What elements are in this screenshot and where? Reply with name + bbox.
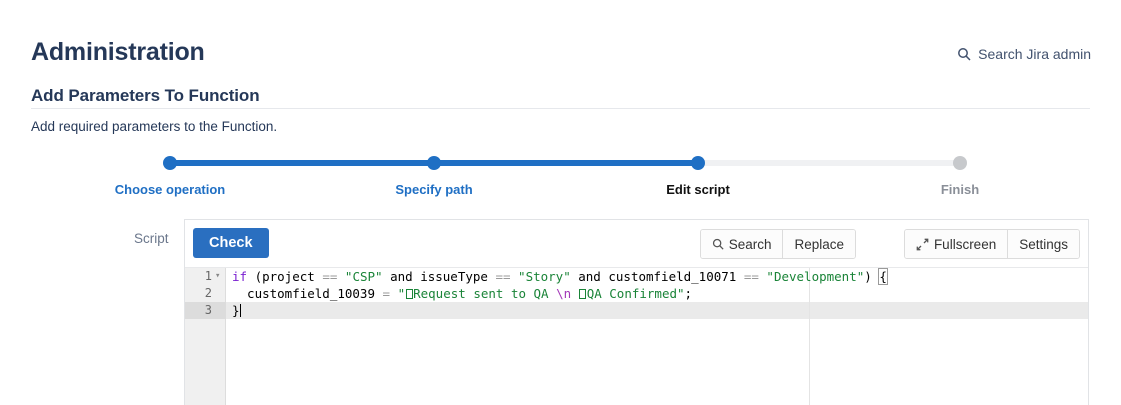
stepper-dot-specify-path[interactable] bbox=[427, 156, 441, 170]
search-jira-admin-button[interactable]: Search Jira admin bbox=[957, 46, 1091, 62]
script-field-label: Script bbox=[134, 231, 169, 246]
code-line-1-source: if (project == "CSP" and issueType == "S… bbox=[232, 268, 888, 285]
check-button[interactable]: Check bbox=[193, 228, 269, 258]
stepper-label-edit-script[interactable]: Edit script bbox=[666, 182, 730, 197]
stepper-label-finish[interactable]: Finish bbox=[940, 182, 980, 197]
search-icon bbox=[712, 238, 724, 250]
line-number: 1 bbox=[204, 269, 212, 283]
stepper-dot-choose-operation[interactable] bbox=[163, 156, 177, 170]
search-icon bbox=[957, 47, 971, 61]
replace-button[interactable]: Replace bbox=[783, 230, 855, 258]
stepper-label-choose-operation[interactable]: Choose operation bbox=[114, 182, 226, 197]
code-line-2: 2 customfield_10039 = "Request sent to Q… bbox=[185, 285, 1088, 302]
unrenderable-glyph-box bbox=[579, 289, 587, 299]
section-title: Add Parameters To Function bbox=[31, 86, 260, 105]
fullscreen-button-label: Fullscreen bbox=[933, 236, 997, 252]
view-button-group: Fullscreen Settings bbox=[903, 229, 1080, 259]
section-description: Add required parameters to the Function. bbox=[31, 119, 278, 134]
text-cursor bbox=[239, 304, 241, 317]
fullscreen-button[interactable]: Fullscreen bbox=[904, 230, 1009, 258]
active-line-highlight bbox=[185, 302, 1088, 319]
section-divider bbox=[31, 108, 1090, 109]
line-number: 3 bbox=[204, 303, 212, 317]
code-line-3: 3 } bbox=[185, 302, 1088, 319]
page-title: Administration bbox=[31, 38, 205, 66]
settings-button-label: Settings bbox=[1019, 236, 1068, 252]
search-button-label: Search bbox=[728, 236, 772, 252]
print-margin-ruler bbox=[809, 268, 810, 405]
script-editor-panel: Check Search Replace bbox=[184, 219, 1089, 405]
stepper-label-specify-path[interactable]: Specify path bbox=[395, 182, 473, 197]
code-lines: 1 ▾ if (project == "CSP" and issueType =… bbox=[185, 268, 1088, 319]
stepper-dot-edit-script[interactable] bbox=[691, 156, 705, 170]
search-button[interactable]: Search bbox=[700, 230, 784, 258]
code-editor[interactable]: 1 ▾ if (project == "CSP" and issueType =… bbox=[185, 268, 1088, 405]
stepper-dot-finish[interactable] bbox=[953, 156, 967, 170]
find-button-group: Search Replace bbox=[699, 229, 856, 259]
code-line-1: 1 ▾ if (project == "CSP" and issueType =… bbox=[185, 268, 1088, 285]
progress-stepper: Choose operation Specify path Edit scrip… bbox=[115, 156, 979, 202]
code-fold-toggle[interactable]: ▾ bbox=[215, 271, 221, 281]
expand-diagonal-icon bbox=[916, 238, 929, 251]
code-line-2-source: customfield_10039 = "Request sent to QA … bbox=[232, 286, 693, 301]
line-number-gutter bbox=[185, 268, 226, 405]
unrenderable-glyph-box bbox=[405, 289, 413, 299]
editor-toolbar: Check Search Replace bbox=[185, 220, 1088, 268]
search-jira-admin-label: Search Jira admin bbox=[978, 46, 1091, 62]
settings-button[interactable]: Settings bbox=[1008, 230, 1079, 258]
line-number: 2 bbox=[204, 286, 212, 300]
replace-button-label: Replace bbox=[794, 236, 844, 252]
code-line-3-source: } bbox=[232, 303, 241, 318]
active-line-gutter-highlight bbox=[185, 302, 226, 319]
